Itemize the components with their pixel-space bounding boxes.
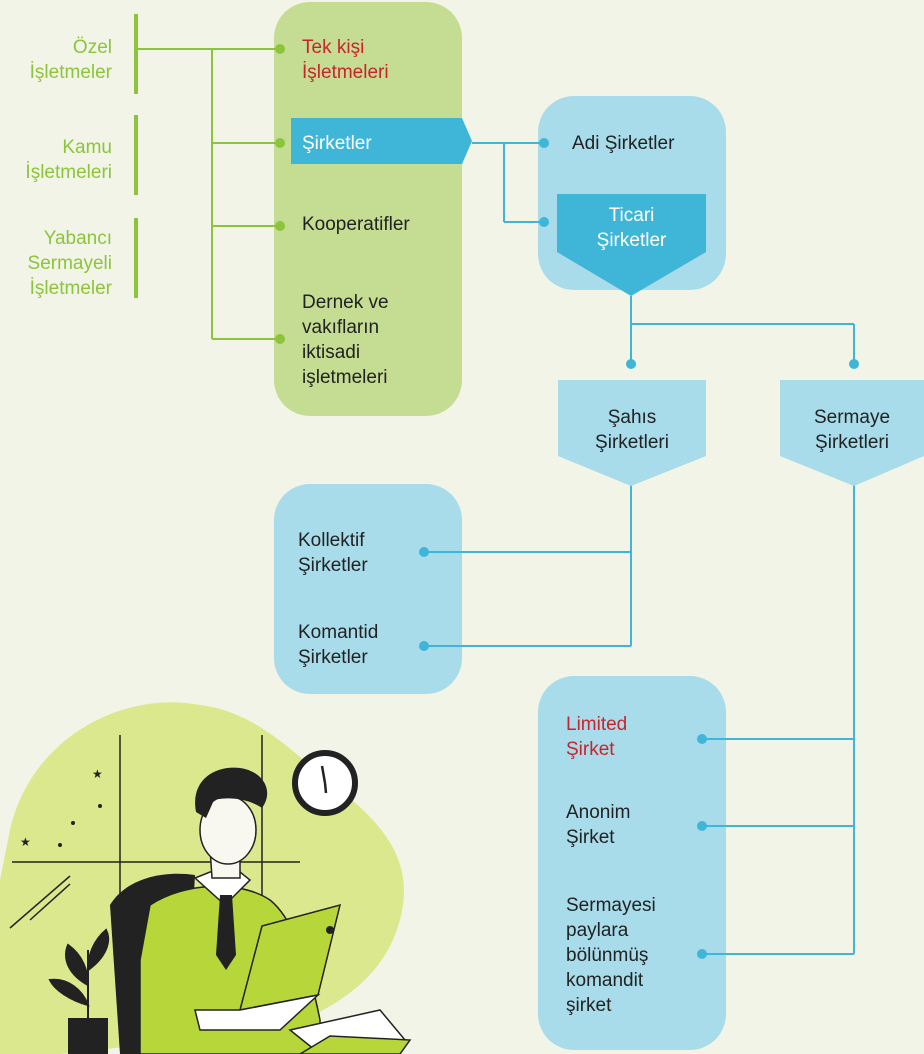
- dot: [697, 821, 707, 831]
- dot: [539, 217, 549, 227]
- dot: [697, 734, 707, 744]
- tie: [216, 895, 236, 970]
- dot: [275, 138, 285, 148]
- dot: [275, 221, 285, 231]
- keyboard: [194, 993, 321, 1031]
- pot: [68, 1018, 108, 1054]
- sermaye-panel: [538, 676, 726, 1050]
- svg-text:★: ★: [20, 835, 31, 849]
- plant: [48, 928, 110, 1018]
- green-panel: [274, 2, 462, 416]
- sermaye-shape: [780, 380, 924, 486]
- ticari-shape: [557, 194, 706, 296]
- svg-text:★: ★: [92, 767, 103, 781]
- dot: [419, 641, 429, 651]
- dot: [626, 359, 636, 369]
- sahis-panel: [274, 484, 462, 694]
- hair: [195, 767, 268, 818]
- worker-illustration: ★ ★: [0, 702, 412, 1054]
- yabanci-bar: [134, 218, 138, 298]
- adi-sirketler-text: Adi Şirketler: [572, 133, 675, 154]
- dot: [697, 949, 707, 959]
- kooperatifler-text: Kooperatifler: [302, 214, 410, 235]
- sirketler-text: Şirketler: [302, 133, 372, 154]
- sirketler-arrow-box: [291, 118, 472, 164]
- dot: [539, 138, 549, 148]
- dot: [849, 359, 859, 369]
- dot: [275, 334, 285, 344]
- sahis-shape: [558, 380, 706, 486]
- dot: [419, 547, 429, 557]
- ozel-bar: [134, 14, 138, 94]
- kamu-bar: [134, 115, 138, 195]
- desk: [298, 1035, 412, 1054]
- clock-icon: [292, 750, 358, 816]
- dot: [275, 44, 285, 54]
